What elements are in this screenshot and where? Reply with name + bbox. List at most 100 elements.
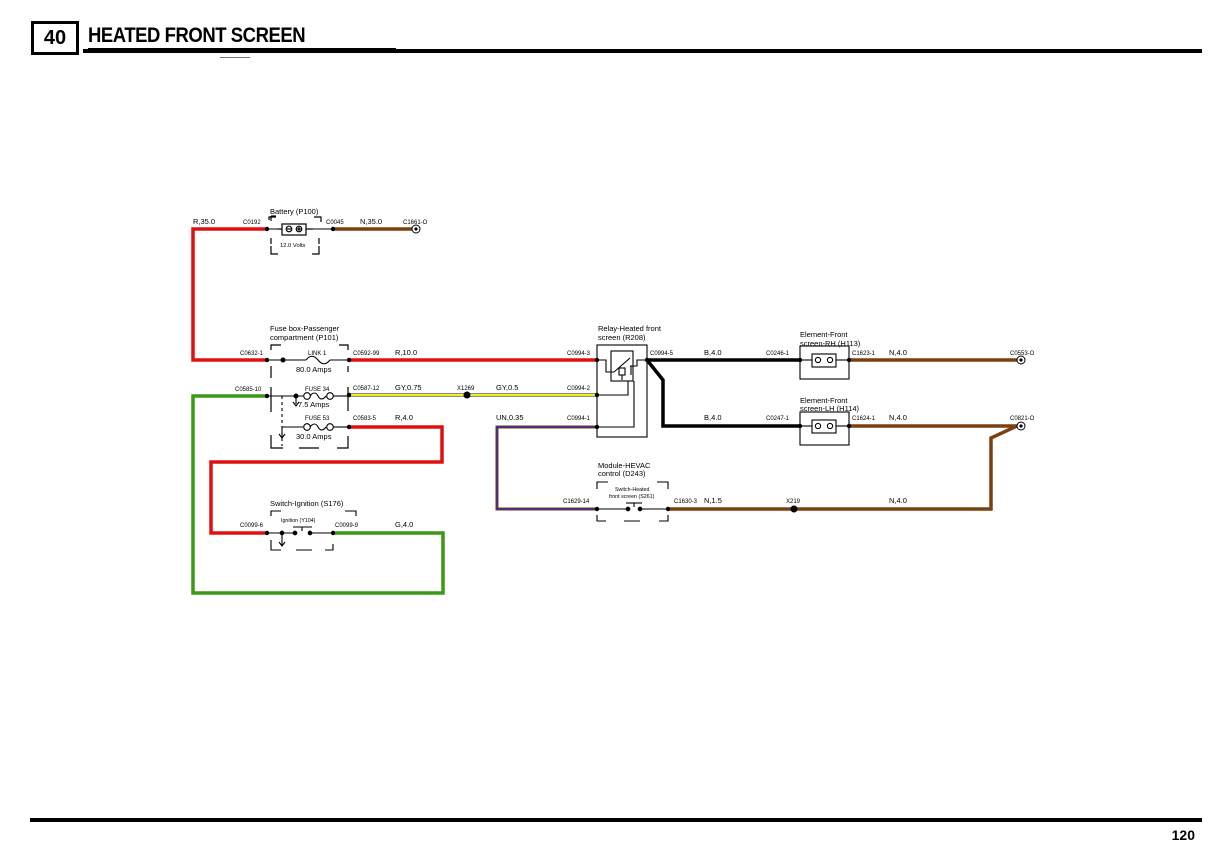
pin-c0994-5 <box>644 357 650 363</box>
label-wire-b4-lh: B,4.0 <box>704 413 722 422</box>
header-tick <box>220 57 250 58</box>
fuse-box-outline <box>270 344 349 449</box>
label-wire-g4: G,4.0 <box>395 520 413 529</box>
label-wire-n15: N,1.5 <box>704 496 722 505</box>
label-c0099-6: C0099-6 <box>240 523 264 529</box>
pin-c1623 <box>846 357 852 363</box>
label-c0587: C0587-12 <box>353 386 380 392</box>
pin-c0587 <box>346 392 352 398</box>
wires <box>191 227 1018 595</box>
pin-c0099-6 <box>264 530 270 536</box>
label-c0821: C0821-O <box>1010 416 1035 422</box>
label-ignition-switch: Switch-Ignition (S176) <box>270 499 344 508</box>
label-wire-gy075: GY,0.75 <box>395 383 422 392</box>
label-battery-rating: 12.0 Volts <box>280 243 306 249</box>
fuse53-symbol <box>278 423 349 439</box>
ground-c0553 <box>1016 355 1026 365</box>
label-c0246: C0246-1 <box>766 351 790 357</box>
label-element-lh-1: Element-Front <box>800 396 848 405</box>
label-c0994-5: C0994-5 <box>650 351 674 357</box>
hevac-symbol <box>596 481 669 522</box>
battery-symbol <box>270 215 320 255</box>
ground-c1661 <box>411 224 421 234</box>
wire-b4-lh <box>645 358 800 428</box>
wire-r35 <box>191 227 267 362</box>
link1-symbol <box>267 355 349 365</box>
label-element-rh-1: Element-Front <box>800 330 848 339</box>
label-wire-un035: UN,0.35 <box>496 413 524 422</box>
pin-c1630 <box>665 506 671 512</box>
pin-c0994-2 <box>594 392 600 398</box>
label-wire-r4: R,4.0 <box>395 413 413 422</box>
label-wire-r10: R,10.0 <box>395 348 417 357</box>
label-c0994-1: C0994-1 <box>567 416 591 422</box>
label-fuse53-rating: 30.0 Amps <box>296 432 332 441</box>
diagram-labels: Battery (P100) 12.0 Volts R,35.0 C0192 C… <box>193 207 1035 529</box>
label-wire-b4-rh: B,4.0 <box>704 348 722 357</box>
wire-un-core <box>496 426 597 510</box>
label-c0099-9: C0099-9 <box>335 523 359 529</box>
section-number: 40 <box>31 21 79 55</box>
label-c0632: C0632-1 <box>240 351 264 357</box>
label-wire-n4-lh: N,4.0 <box>889 413 907 422</box>
element-lh-symbol <box>799 411 850 446</box>
label-element-lh-2: screen-LH (H114) <box>800 404 860 413</box>
label-c1630: C1630-3 <box>674 499 698 505</box>
pin-c0592 <box>346 357 352 363</box>
label-c0592: C0592-99 <box>353 351 380 357</box>
label-hevac-switch-1: Switch-Heated <box>615 487 649 493</box>
splice-x219 <box>790 505 798 513</box>
label-wire-gy05: GY,0.5 <box>496 383 518 392</box>
label-hevac-1: Module-HEVAC <box>598 461 651 470</box>
pin-c0583 <box>346 424 352 430</box>
header-underline <box>88 48 396 49</box>
label-fuse-box-1: Fuse box-Passenger <box>270 324 340 333</box>
label-x219: X219 <box>786 499 801 505</box>
pin-c0994-1 <box>594 424 600 430</box>
label-element-rh-2: screen-RH (H113) <box>800 339 861 348</box>
label-fuse34-rating: 7.5 Amps <box>298 400 330 409</box>
footer-rule <box>30 818 1202 822</box>
label-ignition-inner: Ignition (Y104) <box>281 518 316 524</box>
wire-g4 <box>191 394 445 595</box>
pin-c0247 <box>797 423 803 429</box>
label-relay-1: Relay-Heated front <box>598 324 662 333</box>
page-title: HEATED FRONT SCREEN <box>88 24 306 47</box>
pin-c0585 <box>264 393 270 399</box>
pin-c0099-9 <box>330 530 336 536</box>
pin-c0994-3 <box>594 357 600 363</box>
label-wire-n4-rh: N,4.0 <box>889 348 907 357</box>
label-c1629: C1629-14 <box>563 499 590 505</box>
label-wire-r35: R,35.0 <box>193 217 215 226</box>
wire-r4 <box>209 425 444 535</box>
label-c1624: C1624-1 <box>852 416 876 422</box>
ignition-switch-symbol <box>267 510 357 551</box>
label-c0045: C0045 <box>326 220 344 226</box>
label-c0994-3: C0994-3 <box>567 351 591 357</box>
label-x1269: X1269 <box>457 386 475 392</box>
ground-c0821 <box>1016 421 1026 431</box>
pin-c0632 <box>264 357 270 363</box>
label-c0553: C0553-O <box>1010 351 1035 357</box>
label-link1: LINK 1 <box>308 351 327 357</box>
splice-x1269 <box>463 391 471 399</box>
label-battery: Battery (P100) <box>270 207 319 216</box>
label-fuse34: FUSE 34 <box>305 387 330 393</box>
page-number: 120 <box>1171 827 1195 843</box>
fuse34-symbol <box>267 392 349 446</box>
wire-un-casing <box>495 425 597 511</box>
label-link1-rating: 80.0 Amps <box>296 365 332 374</box>
label-hevac-2: control (D243) <box>598 469 646 478</box>
pin-c1624 <box>846 423 852 429</box>
pin-c1629 <box>594 506 600 512</box>
label-hevac-switch-2: front screen (S261) <box>609 494 655 500</box>
label-c0994-2: C0994-2 <box>567 386 591 392</box>
label-fuse53: FUSE 53 <box>305 416 330 422</box>
header-rule <box>83 49 1202 53</box>
label-c0247: C0247-1 <box>766 416 790 422</box>
label-fuse-box-2: compartment (P101) <box>270 333 339 342</box>
label-c0583: C0583-5 <box>353 416 377 422</box>
label-c1623: C1623-1 <box>852 351 876 357</box>
relay-symbol <box>596 344 648 438</box>
